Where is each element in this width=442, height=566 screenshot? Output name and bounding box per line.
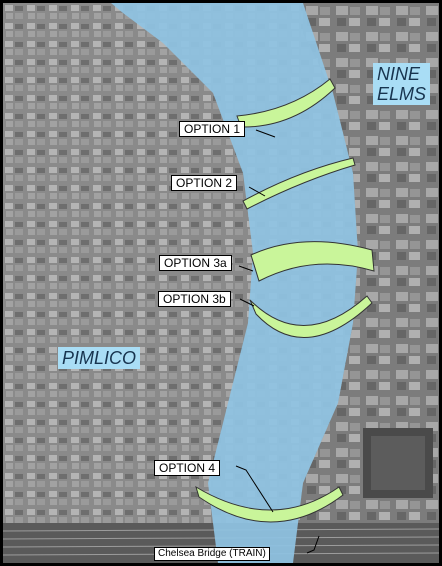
option-3b-label: OPTION 3b bbox=[158, 291, 231, 307]
east-bank bbox=[293, 3, 439, 563]
option-4-label: OPTION 4 bbox=[154, 460, 221, 476]
map-graphics bbox=[3, 3, 439, 563]
option-4-leader bbox=[235, 465, 274, 513]
option-3a-label: OPTION 3a bbox=[159, 255, 232, 271]
option-4-bridge-shape bbox=[195, 485, 344, 523]
option-2-bridge-shape bbox=[242, 157, 356, 210]
option-1-label: OPTION 1 bbox=[179, 121, 246, 137]
option-3a-bridge-shape bbox=[250, 241, 375, 282]
option-3a-leader bbox=[238, 265, 254, 272]
chelsea-bridge-label: Chelsea Bridge (TRAIN) bbox=[154, 547, 270, 561]
bridge-label-leader bbox=[306, 535, 320, 554]
option-1-leader bbox=[255, 129, 276, 138]
pimlico-label: PIMLICO bbox=[58, 347, 141, 369]
option-1-bridge-shape bbox=[236, 78, 336, 128]
option-2-label: OPTION 2 bbox=[171, 175, 238, 191]
river bbox=[111, 3, 358, 563]
option-2-leader bbox=[248, 186, 266, 197]
industrial-building-roof bbox=[371, 436, 425, 490]
option-3b-bridge-shape bbox=[249, 295, 373, 339]
option-3b-leader bbox=[239, 298, 255, 307]
nine-elms-label: NINE ELMS bbox=[373, 63, 431, 105]
